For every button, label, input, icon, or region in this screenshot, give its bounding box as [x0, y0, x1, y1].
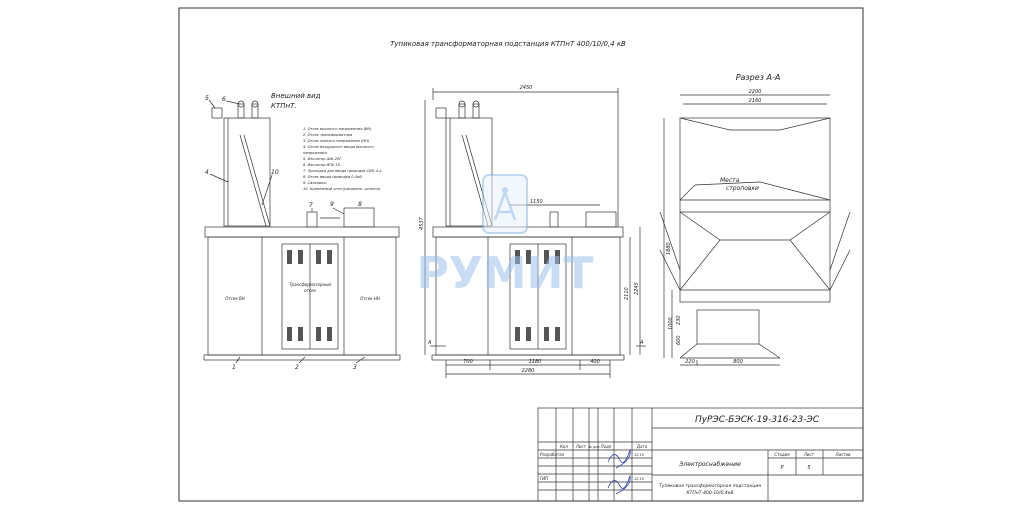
dim-top-outer: 2200	[749, 89, 762, 95]
callout-7: 7	[309, 202, 313, 209]
callout-1: 1	[232, 364, 236, 371]
sling-label-line2: строповки	[726, 185, 759, 192]
dim-height-b: 230	[676, 315, 682, 325]
dim-total-height: 2245	[634, 282, 640, 295]
dimensioned-view	[424, 88, 646, 378]
dim-body-height: 2110	[624, 287, 630, 300]
description-line2: КТПнТ-400-10/0,4кВ	[686, 490, 733, 496]
insulator-5	[211, 107, 223, 119]
drawing-title: Тупиковая трансформаторная подстанция КТ…	[390, 40, 626, 48]
callout-8: 8	[358, 201, 362, 208]
lv-inlet-box	[343, 207, 375, 228]
callout-2: 2	[295, 364, 299, 371]
sheet-value: 5	[807, 465, 810, 471]
section-mark-left: А	[427, 340, 432, 346]
legend-item: 3. Отсек низкого напряжения (НН)	[303, 139, 370, 143]
legend-item: 10. Крепежный угол (раскрепн. штанги).	[303, 187, 381, 191]
col-header-date: Дата	[636, 444, 648, 449]
callout-5: 5	[205, 95, 209, 102]
legend-item: 8. Отсек ввода проводов 0,4кВ.	[303, 175, 363, 179]
callout-3: 3	[353, 364, 357, 371]
legend-item: 6. Изолятор ИПУ-10.	[303, 163, 341, 167]
stage-header: Стадия	[774, 452, 790, 457]
dim-bottom-left-section: 220	[685, 359, 695, 365]
callout-9: 9	[330, 201, 334, 208]
middle-dims: 2450 1150 4537 2110 2245 700 1180 400 22…	[419, 85, 644, 374]
gip-label: ГИП	[540, 476, 548, 481]
description-line1: Тупиковая трансформаторная подстанция	[659, 483, 761, 489]
col-header-kol: Кол	[560, 444, 568, 449]
section-title: Разрез А-А	[736, 73, 781, 82]
signature-gip	[607, 474, 631, 495]
dim-height-c: 600	[676, 335, 682, 345]
section-mark-right: А	[639, 340, 644, 346]
section-dims: 2200 2160 1880 1000 230 600 220 800 Мест…	[666, 89, 761, 365]
section-view	[659, 94, 851, 366]
legend-item: 9. Сальники.	[303, 181, 327, 185]
legend-item: 2. Отсек трансформатора	[303, 133, 352, 137]
hv-inlet-enclosure	[223, 117, 271, 227]
callout-6: 6	[222, 96, 226, 103]
dim-bottom-mid: 1180	[529, 359, 542, 365]
sling-label-line1: Места	[720, 177, 740, 184]
dim-top-inner: 2160	[749, 98, 762, 104]
label-hv: Отсек ВН	[225, 296, 245, 301]
dim-overall-width: 2450	[520, 85, 533, 91]
title-block	[537, 407, 864, 502]
dim-overall-height: 4537	[419, 216, 425, 230]
sheet-frame	[178, 7, 864, 502]
dim-bottom-right: 400	[590, 359, 600, 365]
label-tr-line2: отсек	[304, 288, 316, 293]
dim-roof-width: 1150	[530, 199, 543, 205]
legend-item: 4. Отсек воздушного ввода высокого	[303, 145, 375, 149]
stage-value: Р	[780, 465, 783, 471]
label-lv: Отсек НН	[360, 296, 380, 301]
sheets-header: Листов	[835, 452, 852, 457]
legend: 1. Отсек высокого напряжения (ВН) 2. Отс…	[303, 127, 383, 191]
col-header-doc: № док	[587, 445, 600, 449]
view-label-line1: Внешний вид	[271, 92, 321, 100]
callout-numbers: 5 6 4 10 7 9 8 1 2 3	[205, 95, 362, 371]
col-header-list: Лист	[575, 444, 587, 449]
date-1: 12.19	[634, 453, 645, 457]
watermark: РУМИТ	[417, 174, 594, 299]
watermark-icon	[482, 174, 528, 234]
developer-label: Разработал	[540, 452, 565, 457]
dim-bottom-right-section: 800	[733, 359, 743, 365]
legend-item: напряжения.	[303, 151, 328, 155]
dim-height-a: 1000	[668, 317, 674, 330]
callout-10: 10	[271, 169, 279, 176]
doc-code: ПуРЭС-БЭСК-19-316-23-ЭС	[695, 415, 820, 425]
vents-top	[287, 250, 332, 341]
view-label-line2: КТПнТ.	[271, 102, 297, 110]
legend-item: 7. Проходка для ввода проводов СИП-4-х.	[303, 169, 383, 173]
sheet-header: Лист	[803, 452, 815, 457]
col-header-sign: Подп	[601, 444, 612, 449]
dim-bottom-left: 700	[463, 359, 473, 365]
section-name: Электроснабжение	[678, 461, 741, 468]
base-skid	[203, 354, 401, 361]
dim-bottom-total: 2280	[522, 368, 535, 374]
callout-4: 4	[205, 169, 209, 176]
legend-item: 1. Отсек высокого напряжения (ВН)	[303, 127, 372, 131]
legend-item: 5. Изолятор ШФ-20Г.	[303, 157, 343, 161]
label-tr-line1: Трансформаторный	[289, 282, 331, 287]
roof-slab	[204, 226, 400, 238]
middle-vents	[515, 250, 560, 341]
watermark-text: РУМИТ	[417, 248, 594, 299]
signature-developer	[607, 448, 631, 469]
title-block-text: ПуРЭС-БЭСК-19-316-23-ЭС Кол Лист № док П…	[540, 415, 851, 496]
date-2: 12.19	[634, 477, 645, 481]
external-view: Внешний вид КТПнТ.	[203, 92, 401, 364]
dim-height-main: 1880	[666, 242, 672, 255]
